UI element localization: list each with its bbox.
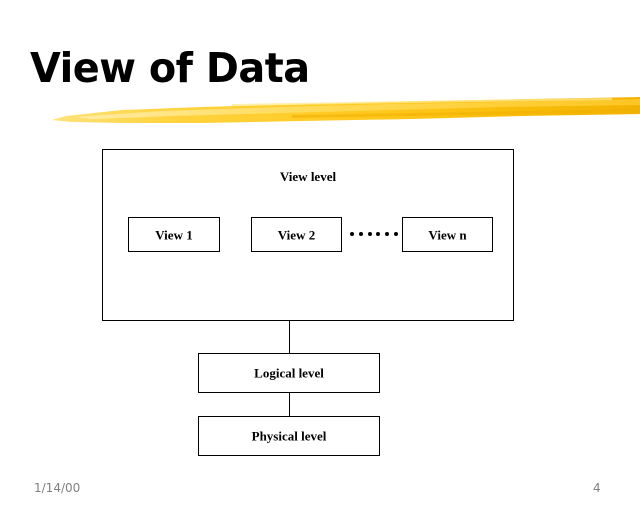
view-1-label: View 1 — [155, 227, 193, 242]
view-n-box: View n — [402, 217, 493, 252]
view-2-box: View 2 — [251, 217, 342, 252]
footer-page-number: 4 — [593, 481, 601, 495]
ellipsis-dots-icon — [350, 225, 398, 243]
title-brush-stroke-decoration — [52, 96, 640, 130]
connector-logical-to-physical — [289, 393, 290, 417]
logical-level-label: Logical level — [254, 365, 324, 381]
connector-view-to-logical — [289, 321, 290, 354]
physical-level-box: Physical level — [198, 416, 380, 456]
view-n-label: View n — [428, 227, 467, 242]
view-level-title: View level — [279, 169, 337, 184]
view-1-box: View 1 — [128, 217, 220, 252]
logical-level-box: Logical level — [198, 353, 380, 393]
page-title: View of Data — [30, 44, 310, 92]
footer-date: 1/14/00 — [34, 481, 81, 495]
view-2-label: View 2 — [277, 227, 316, 242]
physical-level-label: Physical level — [251, 428, 327, 444]
